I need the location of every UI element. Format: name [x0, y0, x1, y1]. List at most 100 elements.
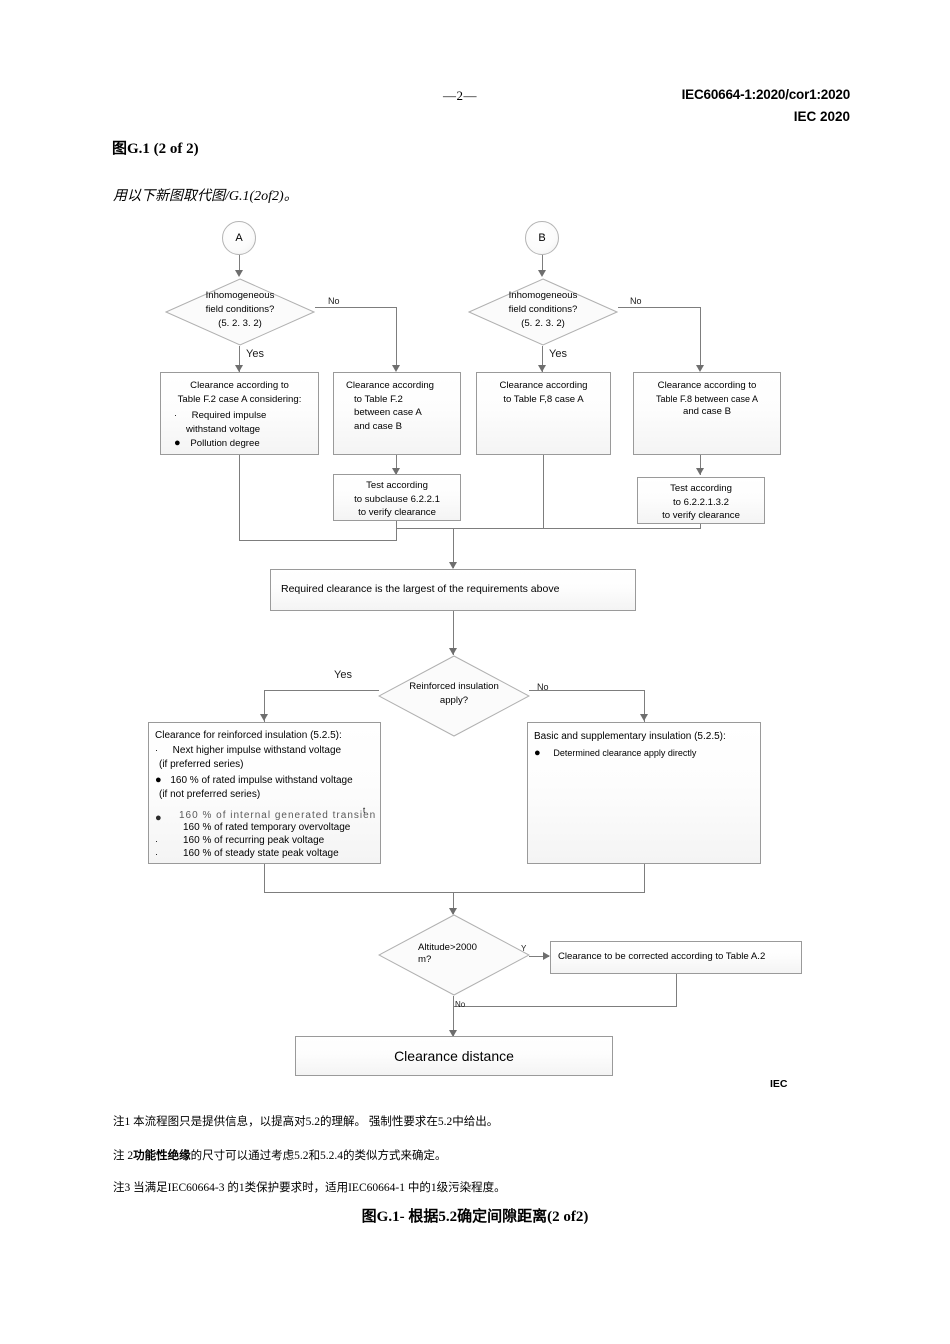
edge-f8b-to-test: [700, 455, 701, 475]
test-right-line1: Test according: [670, 483, 732, 494]
bullet-dot-filled: ●: [174, 437, 181, 450]
edge-label-yes-reinforced: Yes: [334, 669, 352, 681]
test-right-line3: to verify clearance: [662, 510, 740, 522]
edge-b-yes: [542, 346, 543, 372]
arrowhead: [538, 365, 546, 372]
box-f2a-bullet2: Pollution degree: [190, 438, 260, 450]
edge-label-yes-a: Yes: [246, 348, 264, 360]
arrowhead: [449, 1030, 457, 1037]
box-clearance-table-f2-case-a: Clearance according to Table F.2 case A …: [160, 372, 319, 455]
edge-merge-bus-right: [396, 528, 701, 529]
reinforced-bullet6: 160 % of steady state peak voltage: [183, 848, 339, 859]
edge-b-no-h: [618, 307, 701, 308]
connector-node-b: B: [525, 221, 559, 255]
test-left-line1: Test according: [366, 480, 428, 491]
box-clearance-table-f2-between: Clearance according to Table F.2 between…: [333, 372, 461, 455]
box-required-clearance: Required clearance is the largest of the…: [270, 569, 636, 611]
edge-a-to-decision: [239, 255, 240, 272]
edge-altitude-yes: [529, 956, 549, 957]
test-right-line2: to 6.2.2.1.3.2: [672, 496, 729, 508]
reinforced-bullet3-tail: t: [363, 806, 366, 815]
box-f8b-line1: Clearance according to: [657, 380, 757, 391]
bullet-dot-small: ·: [155, 849, 158, 859]
decision-altitude-line1: Altitude>2000: [418, 942, 477, 953]
arrowhead: [543, 952, 550, 960]
figure-instruction: 用以下新图取代图/G.1(2of2)。: [113, 189, 298, 204]
edge-label-yes-altitude: Y: [521, 944, 527, 953]
box-f2a-bullet1b: withstand voltage: [186, 423, 261, 435]
box-f8a-line2: to Table F,8 case A: [503, 393, 584, 405]
arrowhead: [392, 468, 400, 475]
figure-label: 图G.1 (2 of 2): [112, 141, 199, 157]
basic-bullet1: Determined clearance apply directly: [553, 748, 697, 759]
box-f2a-line2: Table F.2 case A considering:: [177, 393, 302, 405]
box-f8b-line3: and case B: [682, 406, 731, 418]
edge-b-to-decision: [542, 255, 543, 272]
edge-merge-drop-1: [239, 455, 240, 540]
note-2: 注 2功能性绝缘的尺寸可以通过考虑5.2和5.2.4的类似方式来确定。: [113, 1146, 447, 1164]
box-altitude-correction: Clearance to be corrected according to T…: [550, 941, 802, 974]
edge-merge-drop-4: [700, 524, 701, 528]
connector-a-label: A: [235, 232, 243, 244]
edge-required-to-reinforced: [453, 611, 454, 655]
document-year: IEC 2020: [793, 109, 850, 124]
note-2-prefix: 注 2: [113, 1150, 134, 1162]
box-f2a-line1: Clearance according to: [190, 380, 289, 391]
box-f2b-line4: and case B: [354, 420, 403, 432]
test-left-line2: to subclause 6.2.2.1: [354, 493, 440, 505]
edge-altitude-no: [453, 996, 454, 1036]
box-reinforced-insulation: Clearance for reinforced insulation (5.2…: [148, 722, 381, 864]
decision-a-line3: (5. 2. 3. 2): [218, 318, 262, 329]
bullet-dot-filled: ●: [155, 773, 162, 786]
box-clearance-table-f8-case-a: Clearance according to Table F,8 case A: [476, 372, 611, 455]
note-2-term: 功能性绝缘: [133, 1150, 191, 1162]
edge-reinforced-no-h: [529, 690, 645, 691]
decision-reinforced-line2: apply?: [439, 695, 469, 706]
arrowhead: [392, 365, 400, 372]
page-number: —2—: [443, 88, 477, 103]
reinforced-bullet4: 160 % of rated temporary overvoltage: [183, 822, 351, 833]
box-test-subclause-622132: Test according to 6.2.2.1.3.2 to verify …: [637, 477, 765, 524]
arrowhead: [538, 270, 546, 277]
reinforced-bullet1-note: (if preferred series): [159, 759, 244, 771]
figure-caption: 图G.1- 根据5.2确定间隙距离(2 of2): [361, 1209, 589, 1225]
edge-reinforced-down: [264, 864, 265, 892]
edge-merge-bus-left: [239, 540, 397, 541]
test-left-line3: to verify clearance: [358, 507, 436, 519]
decision-altitude: Altitude>2000 m?: [378, 914, 530, 996]
document-identifier: IEC60664-1:2020/cor1:2020: [681, 87, 851, 102]
clearance-distance-text: Clearance distance: [394, 1048, 514, 1064]
edge-a-yes: [239, 346, 240, 372]
box-f8a-line1: Clearance according: [499, 380, 588, 391]
note-3: 注3 当满足IEC60664-3 的1类保护要求时，适用IEC60664-1 中…: [113, 1182, 506, 1194]
arrowhead: [260, 714, 268, 721]
iec-source-mark: IEC: [770, 1078, 788, 1090]
edge-correction-down: [676, 974, 677, 1006]
decision-b-line1: Inhomogeneous: [508, 290, 578, 301]
arrowhead: [640, 714, 648, 721]
decision-b-line2: field conditions?: [508, 304, 578, 315]
arrowhead: [235, 365, 243, 372]
edge-f2b-to-test: [396, 455, 397, 475]
arrowhead: [696, 468, 704, 475]
edge-merge-drop-2: [396, 521, 397, 540]
decision-inhomogeneous-field-b: Inhomogeneous field conditions? (5. 2. 3…: [468, 278, 618, 346]
note-1: 注1 本流程图只是提供信息，以提高对5.2的理解。 强制性要求在5.2中给出。: [113, 1116, 499, 1128]
decision-a-line1: Inhomogeneous: [205, 290, 275, 301]
connector-node-a: A: [222, 221, 256, 255]
edge-reinforced-no-v: [644, 690, 645, 722]
edge-label-no-a: No: [328, 296, 340, 306]
reinforced-title: Clearance for reinforced insulation (5.2…: [155, 730, 342, 741]
edge-reinforced-yes-h: [264, 690, 379, 691]
edge-label-no-reinforced: No: [537, 682, 549, 692]
note-2-body: 的尺寸可以通过考虑5.2和5.2.4的类似方式来确定。: [190, 1150, 447, 1162]
decision-reinforced-line1: Reinforced insulation: [409, 681, 499, 692]
bullet-dot-small: ·: [155, 836, 158, 846]
edge-merge-altitude-bus: [264, 892, 645, 893]
box-f2b-line2: to Table F.2: [354, 393, 403, 405]
edge-reinforced-yes-v: [264, 690, 265, 722]
connector-b-label: B: [538, 232, 546, 244]
edge-correction-to-main: [453, 1006, 677, 1007]
decision-reinforced-insulation: Reinforced insulation apply?: [378, 655, 530, 737]
